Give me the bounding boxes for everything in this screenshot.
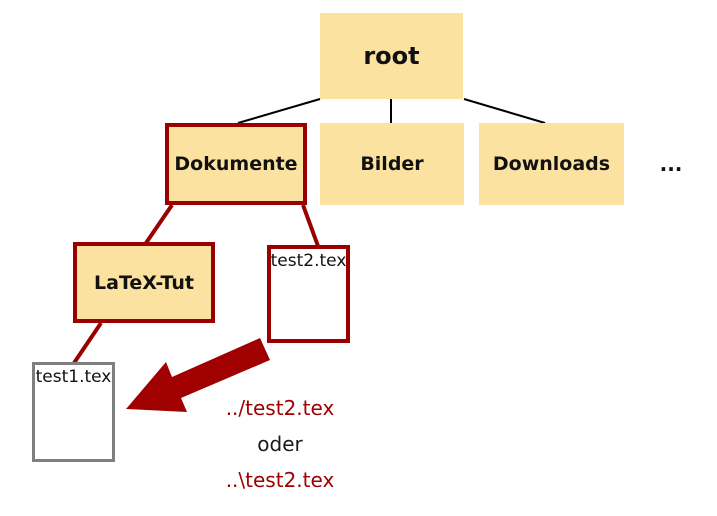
node-latex-tut: LaTeX-Tut	[73, 242, 215, 323]
relative-path-backslash-text: ..\test2.tex	[225, 468, 335, 492]
node-dokumente: Dokumente	[165, 123, 307, 205]
edge-root-dokumente	[237, 98, 321, 124]
relative-path-slash-text: ../test2.tex	[225, 396, 335, 420]
node-test2-label: test2.tex	[270, 251, 347, 271]
edge-dokumente-test2	[301, 204, 320, 247]
node-latex-tut-label: LaTeX-Tut	[94, 271, 194, 294]
node-downloads: Downloads	[479, 123, 624, 205]
node-dokumente-label: Dokumente	[174, 153, 298, 175]
node-test1-label: test1.tex	[35, 367, 112, 387]
more-siblings-ellipsis: ...	[659, 152, 683, 176]
node-root: root	[320, 13, 463, 99]
node-bilder-label: Bilder	[360, 153, 424, 175]
node-test1-file: test1.tex	[32, 362, 115, 462]
node-downloads-label: Downloads	[492, 153, 611, 175]
node-root-label: root	[363, 42, 420, 70]
edge-root-downloads	[463, 98, 546, 124]
edge-dokumente-latex-tut	[144, 203, 174, 245]
node-test2-file: test2.tex	[267, 245, 350, 343]
node-bilder: Bilder	[320, 123, 464, 205]
oder-text: oder	[257, 432, 303, 456]
edge-latex-tut-test1	[72, 321, 103, 365]
relative-path-arrow	[126, 338, 270, 412]
